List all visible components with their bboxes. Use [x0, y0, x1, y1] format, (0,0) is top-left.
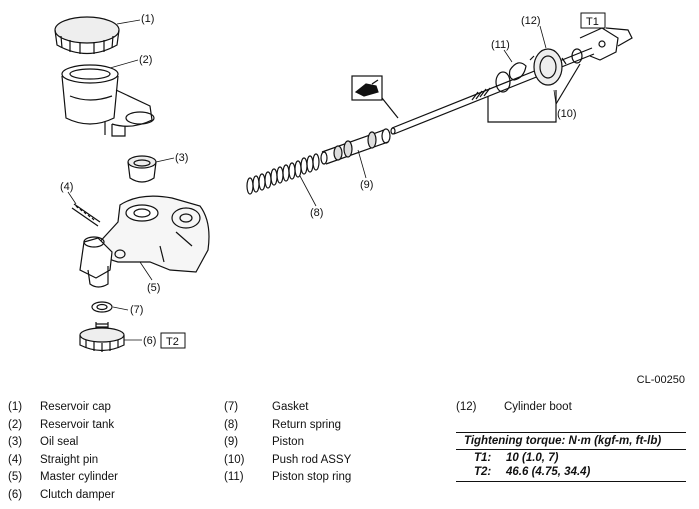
straight-pin: [71, 203, 101, 227]
legend-column-3: (12)Cylinder boot: [456, 399, 572, 417]
oil-seal: [127, 155, 157, 183]
legend-column-1: (1)Reservoir cap (2)Reservoir tank (3)Oi…: [8, 399, 118, 504]
legend-item: (7)Gasket: [224, 401, 309, 413]
piston-stop-ring: [508, 62, 527, 81]
callout-9: (9): [360, 179, 373, 191]
legend-item: (5)Master cylinder: [8, 471, 118, 483]
torque-tag-t2-box: [160, 332, 186, 349]
torque-tag-t1: T1: [586, 16, 599, 28]
return-spring: [246, 153, 320, 195]
callout-10: (10): [557, 108, 577, 120]
cylinder-boot: [529, 48, 567, 86]
callout-1: (1): [141, 13, 154, 25]
grease-apply-icon: [351, 75, 399, 119]
legend-item: (12)Cylinder boot: [456, 401, 572, 413]
master-cylinder: [79, 195, 210, 288]
legend-item: (6)Clutch damper: [8, 488, 115, 501]
callout-5: (5): [147, 282, 160, 294]
callout-7: (7): [130, 304, 143, 316]
reservoir-tank: [61, 64, 155, 137]
gasket: [91, 301, 113, 313]
legend-item: (11)Piston stop ring: [224, 471, 352, 483]
clutch-damper: [79, 322, 125, 352]
figure-code: CL-00250: [636, 374, 685, 386]
callout-2: (2): [139, 54, 152, 66]
reservoir-cap: [54, 16, 120, 54]
callout-12: (12): [521, 15, 541, 27]
legend-item: (1)Reservoir cap: [8, 401, 111, 413]
callout-6: (6): [143, 335, 156, 347]
legend-item: (2)Reservoir tank: [8, 418, 115, 431]
legend-item: (4)Straight pin: [8, 453, 99, 466]
legend-item: (10)Push rod ASSY: [224, 453, 352, 466]
exploded-view-diagram: (1) (2) (3) (4) (5) (7) (6) T2 (8) (9) (…: [54, 12, 633, 352]
legend-item: (8)Return spring: [224, 418, 342, 431]
callout-3: (3): [175, 152, 188, 164]
torque-heading: Tightening torque: N·m (kgf-m, ft-lb): [456, 432, 686, 450]
torque-tag-t1-box: [580, 12, 606, 29]
torque-row: T1:10 (1.0, 7): [474, 452, 559, 464]
legend-column-2: (7)Gasket (8)Return spring (9)Piston (10…: [224, 399, 351, 487]
callout-4: (4): [60, 181, 73, 193]
tightening-torque-table: Tightening torque: N·m (kgf-m, ft-lb) T1…: [456, 432, 686, 482]
piston: [320, 128, 391, 165]
callout-11: (11): [491, 39, 510, 51]
torque-row: T2:46.6 (4.75, 34.4): [456, 464, 686, 482]
callout-8: (8): [310, 207, 323, 219]
torque-tag-t2: T2: [166, 336, 179, 348]
legend-item: (9)Piston: [224, 436, 304, 448]
legend-item: (3)Oil seal: [8, 436, 79, 448]
push-rod: [390, 27, 633, 135]
